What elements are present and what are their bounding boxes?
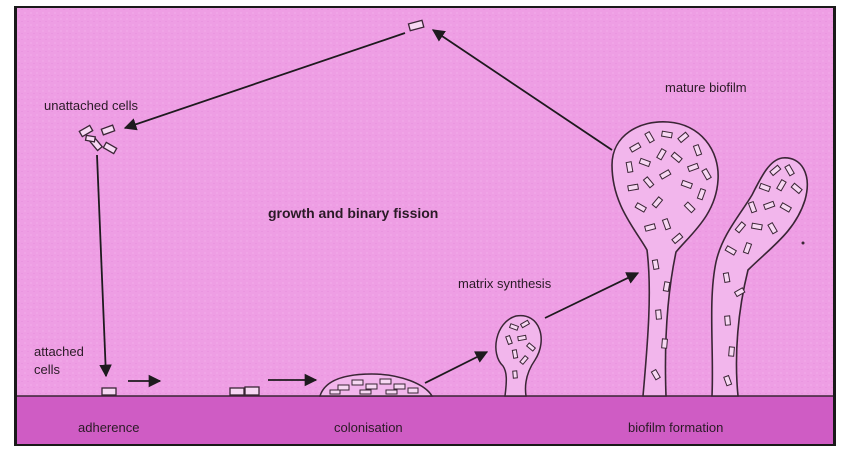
label-matrix-synthesis: matrix synthesis [458,276,551,292]
label-growth-binary-fission: growth and binary fission [268,205,438,221]
label-attached-cells-line2: cells [34,362,60,378]
label-unattached-cells: unattached cells [44,98,138,114]
label-mature-biofilm: mature biofilm [665,80,747,96]
label-biofilm-formation: biofilm formation [628,420,723,436]
background [17,8,833,444]
label-attached-cells-line1: attached [34,344,84,360]
label-colonisation: colonisation [334,420,403,436]
label-adherence: adherence [78,420,139,436]
